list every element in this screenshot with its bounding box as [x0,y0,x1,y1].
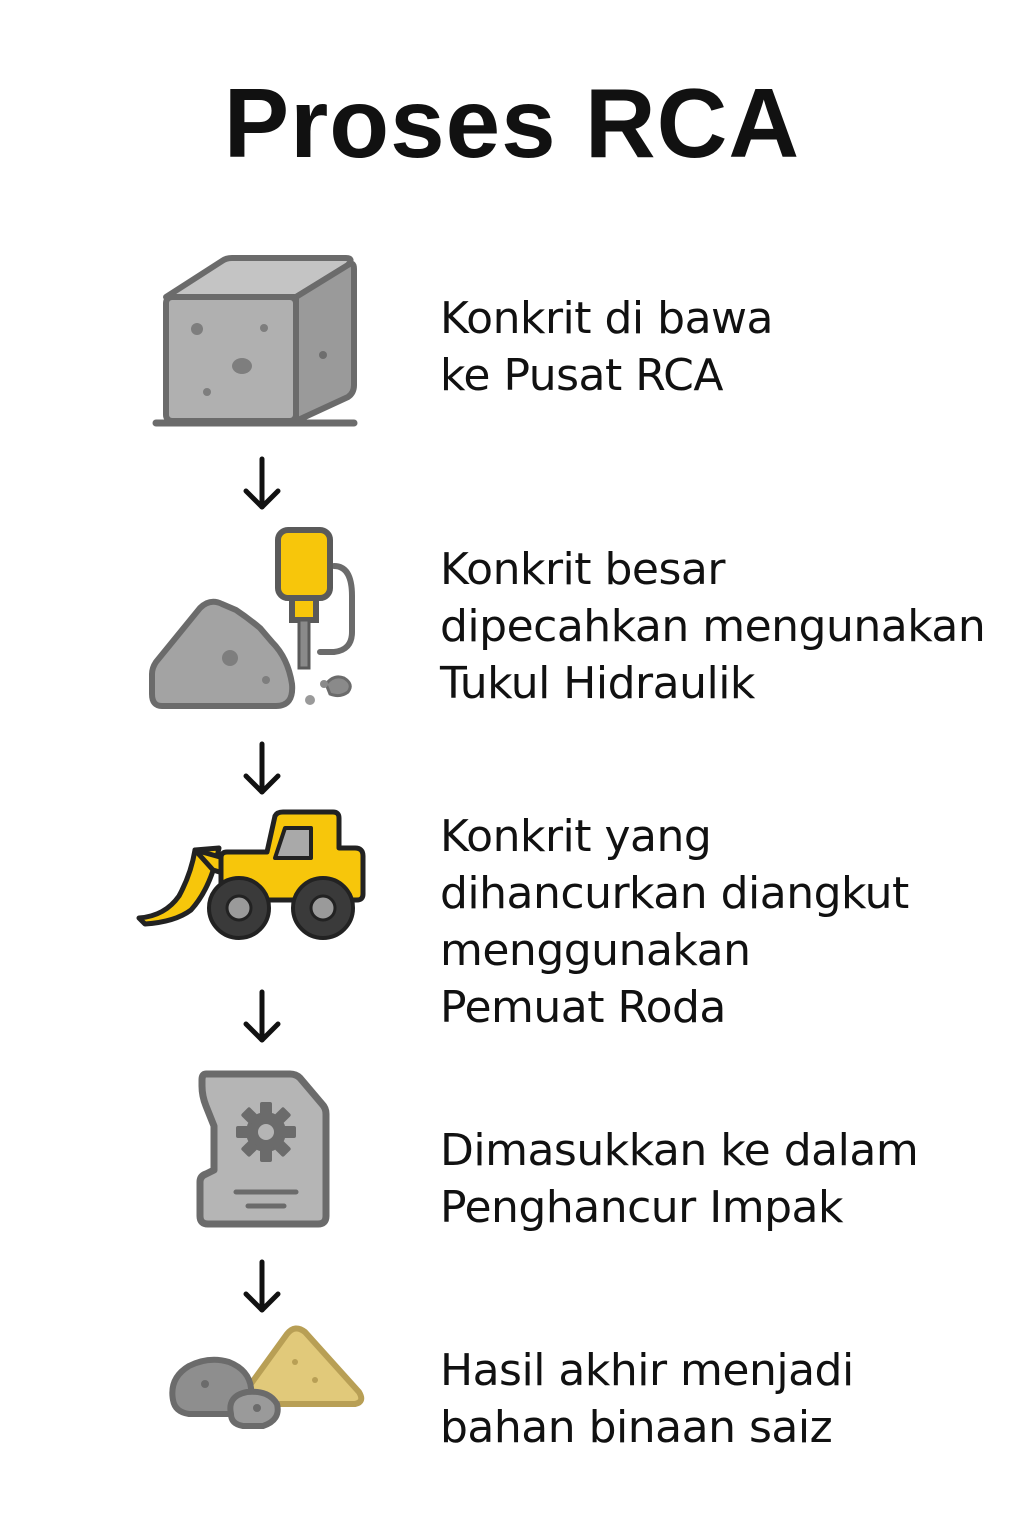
arrow-down-icon [238,740,286,800]
concrete-block-icon [150,255,362,430]
step-2-text: Konkrit besar dipecahkan mengunakan Tuku… [440,544,986,709]
wheel-loader-icon [135,808,370,948]
impact-crusher-icon [192,1066,332,1231]
arrow-down-icon [238,988,286,1048]
step-1-text: Konkrit di bawa ke Pusat RCA [440,293,773,401]
arrow-down-icon [238,455,286,515]
hydraulic-hammer-icon [148,522,360,712]
aggregate-pile-icon [165,1322,370,1432]
step-3-text: Konkrit yang dihancurkan diangkut menggu… [440,811,909,1033]
step-4-text: Dimasukkan ke dalam Penghancur Impak [440,1125,919,1233]
arrow-down-icon [238,1258,286,1318]
step-5-text: Hasil akhir menjadi bahan binaan saiz [440,1345,854,1453]
page-title: Proses RCA [223,68,801,178]
